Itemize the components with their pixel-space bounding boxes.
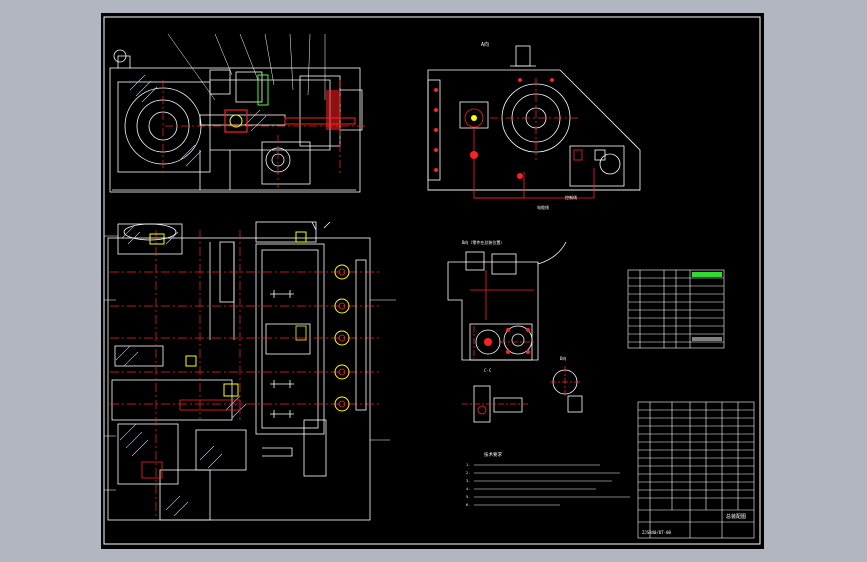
parts-table xyxy=(627,269,725,349)
callout-control: 控制线 xyxy=(565,194,577,200)
tech-req-heading: 技术要求 xyxy=(484,451,502,458)
yellow-accents xyxy=(149,231,307,397)
tech-req-item: 1. xyxy=(466,463,470,467)
top-right-centerlines xyxy=(464,78,595,199)
tech-req-item: 2. xyxy=(466,471,470,475)
top-right-bolts xyxy=(434,78,554,172)
detail-view-cc xyxy=(462,385,530,423)
tech-req-item: 4. xyxy=(466,487,470,491)
tech-req-item: 5. xyxy=(466,495,470,499)
title-block xyxy=(637,401,755,539)
title-block-title: 总装配图 xyxy=(726,513,746,520)
view-label-a: A向 xyxy=(481,41,489,48)
top-left-shaft xyxy=(162,74,365,188)
detail-view-d xyxy=(550,366,583,413)
tech-req-item: 6. xyxy=(466,503,470,507)
view-label-d: D向 xyxy=(560,355,566,361)
top-left-leaders xyxy=(167,33,326,101)
drawing-sheet xyxy=(101,13,764,549)
callout-cable: 电缆线 xyxy=(537,204,549,210)
main-hatch xyxy=(115,225,247,517)
technical-requirements: 技术要求 1. 2. 3. 4. 5. 6. xyxy=(466,451,630,507)
left-leaders xyxy=(104,235,396,491)
drawing-border xyxy=(103,16,761,545)
view-label-cc: C-C xyxy=(484,368,492,373)
bolt-flanges xyxy=(334,259,367,412)
top-left-hatch xyxy=(129,74,267,167)
view-label-b: B向（零件在总装位置） xyxy=(462,239,504,245)
tech-req-item: 3. xyxy=(466,479,470,483)
title-block-drawing-no: ZJSB40/DT-00 xyxy=(642,530,671,535)
main-section-view xyxy=(107,221,371,521)
main-details xyxy=(141,221,331,479)
b-view-red xyxy=(470,270,536,360)
